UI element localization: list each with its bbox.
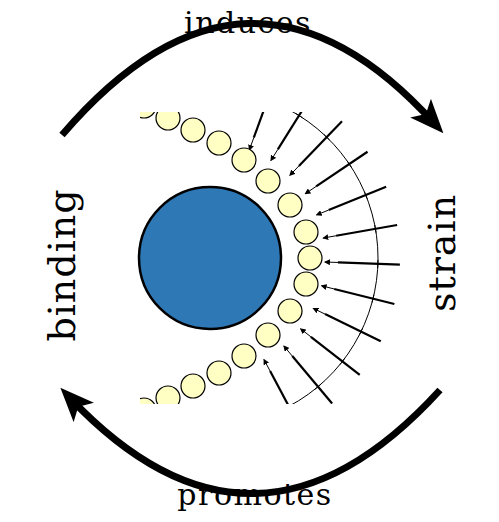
- lipid-bead: [181, 374, 205, 398]
- force-arrow: [284, 346, 292, 356]
- force-arrow: [305, 186, 316, 193]
- lipid-bead: [181, 118, 205, 142]
- force-arrow: [264, 360, 270, 371]
- edge-label: induces: [184, 5, 312, 40]
- force-line: [311, 337, 360, 375]
- force-arrow: [271, 149, 278, 160]
- force-line: [299, 121, 342, 166]
- lipid-bead: [294, 220, 318, 244]
- lipid-bead: [298, 246, 322, 270]
- lipid-bead: [232, 344, 256, 368]
- force-arrow: [290, 166, 299, 175]
- force-arrow: [325, 262, 338, 263]
- strain-arc: [289, 112, 378, 404]
- force-line: [336, 225, 397, 236]
- lipid-bead: [156, 112, 180, 130]
- force-arrow: [301, 329, 311, 337]
- lipid-bead: [156, 386, 180, 404]
- force-arrow: [249, 138, 253, 150]
- force-arrow: [313, 308, 325, 314]
- force-arrow: [322, 286, 335, 289]
- lipid-bead: [256, 323, 280, 347]
- term-label: binding: [40, 188, 84, 341]
- lipid-bead: [278, 193, 302, 217]
- lipid-bead: [256, 169, 280, 193]
- cycle-term: binding: [32, 170, 92, 360]
- force-line: [334, 289, 394, 304]
- cycle-arrow: [62, 23, 434, 135]
- lipid-bead: [140, 398, 156, 404]
- lipid-bead: [140, 112, 156, 118]
- force-arrow: [317, 210, 329, 215]
- protein-circle: [139, 187, 281, 329]
- lipid-bead: [207, 131, 231, 155]
- lipid-bead: [294, 272, 318, 296]
- lipid-bead: [207, 361, 231, 385]
- edge-label: promotes: [177, 477, 332, 512]
- lipid-bead: [232, 148, 256, 172]
- lipid-bead: [278, 299, 302, 323]
- force-line: [325, 314, 381, 341]
- cycle-term: strain: [412, 165, 472, 340]
- force-line: [338, 262, 400, 264]
- term-label: strain: [420, 193, 464, 311]
- force-line: [270, 371, 299, 404]
- force-line: [254, 112, 275, 138]
- force-line: [278, 112, 311, 149]
- force-arrow: [323, 236, 336, 238]
- force-line: [329, 187, 386, 210]
